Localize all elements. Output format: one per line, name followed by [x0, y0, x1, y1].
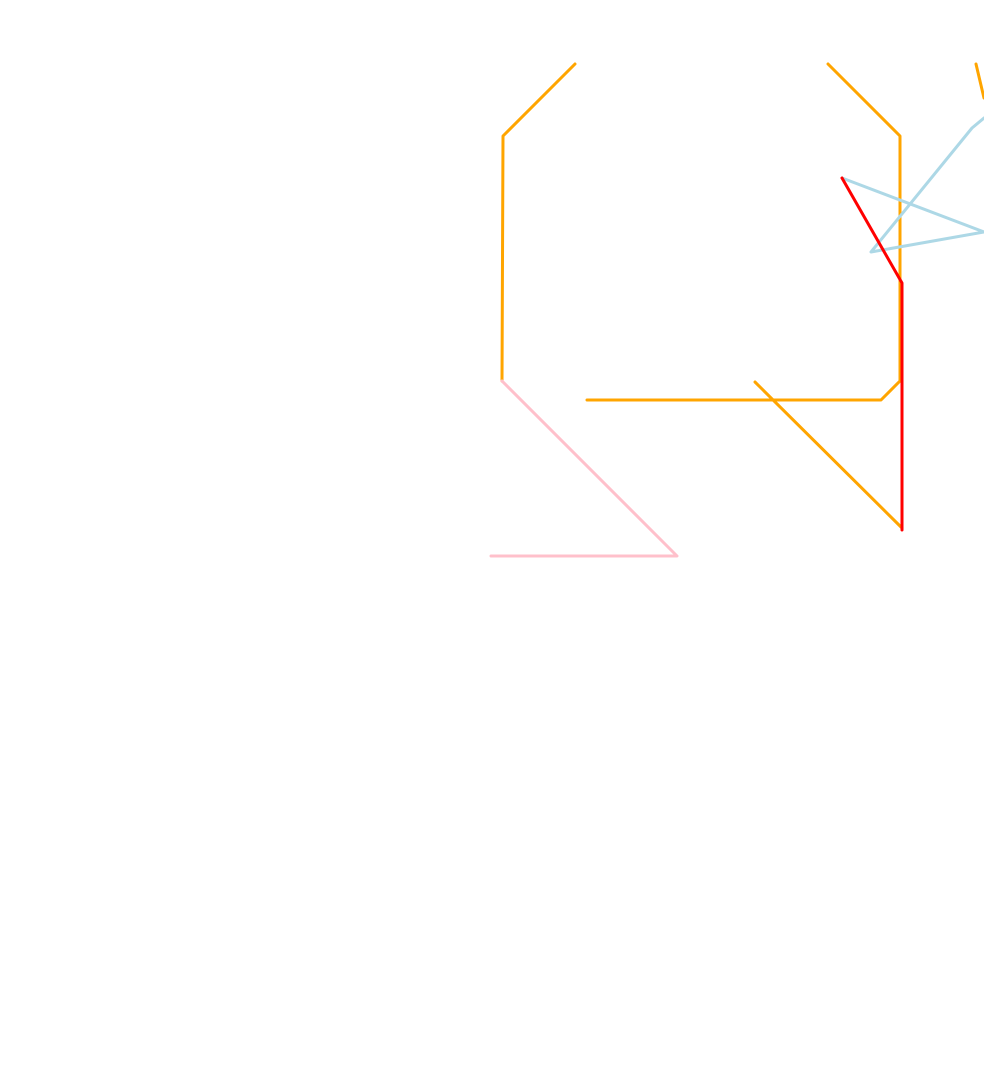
red-stroke — [840, 176, 904, 532]
top-right-fragment — [974, 62, 984, 100]
bottom-right-diagonal — [753, 380, 904, 530]
blue-zigzag — [840, 116, 984, 254]
octagon-outline — [500, 62, 902, 402]
pink-stroke — [489, 379, 679, 558]
